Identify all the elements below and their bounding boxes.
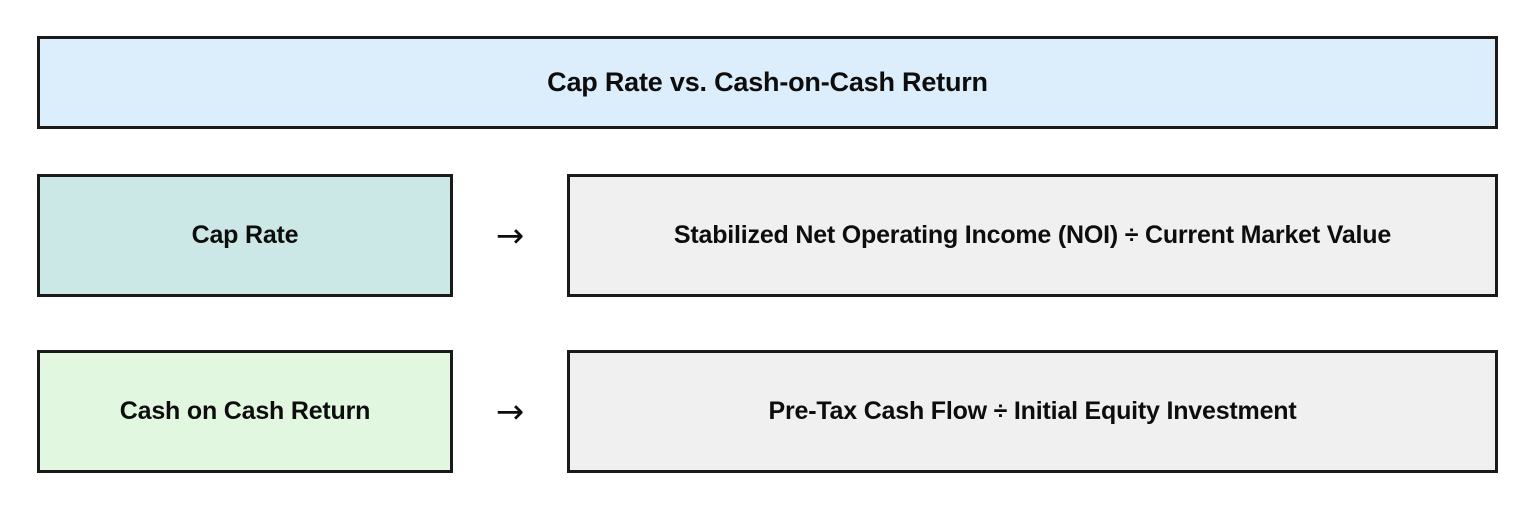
- formula-box-cap-rate: Stabilized Net Operating Income (NOI) ÷ …: [567, 174, 1498, 297]
- definition-row-cap-rate: Cap Rate → Stabilized Net Operating Inco…: [37, 174, 1498, 297]
- arrow-cell-cash-on-cash: →: [453, 395, 567, 429]
- formula-text-cash-on-cash: Pre-Tax Cash Flow ÷ Initial Equity Inves…: [768, 397, 1297, 425]
- term-box-cap-rate: Cap Rate: [37, 174, 453, 297]
- formula-box-cash-on-cash: Pre-Tax Cash Flow ÷ Initial Equity Inves…: [567, 350, 1498, 473]
- formula-text-cap-rate: Stabilized Net Operating Income (NOI) ÷ …: [673, 221, 1392, 249]
- term-box-cash-on-cash: Cash on Cash Return: [37, 350, 453, 473]
- arrow-cell-cap-rate: →: [453, 219, 567, 253]
- page-title: Cap Rate vs. Cash-on-Cash Return: [547, 67, 988, 97]
- definition-row-cash-on-cash: Cash on Cash Return → Pre-Tax Cash Flow …: [37, 350, 1498, 473]
- diagram-title-banner: Cap Rate vs. Cash-on-Cash Return: [37, 36, 1498, 129]
- arrow-right-icon: →: [495, 215, 525, 256]
- term-label-cash-on-cash: Cash on Cash Return: [119, 397, 371, 425]
- term-label-cap-rate: Cap Rate: [191, 221, 299, 249]
- arrow-right-icon: →: [495, 391, 525, 432]
